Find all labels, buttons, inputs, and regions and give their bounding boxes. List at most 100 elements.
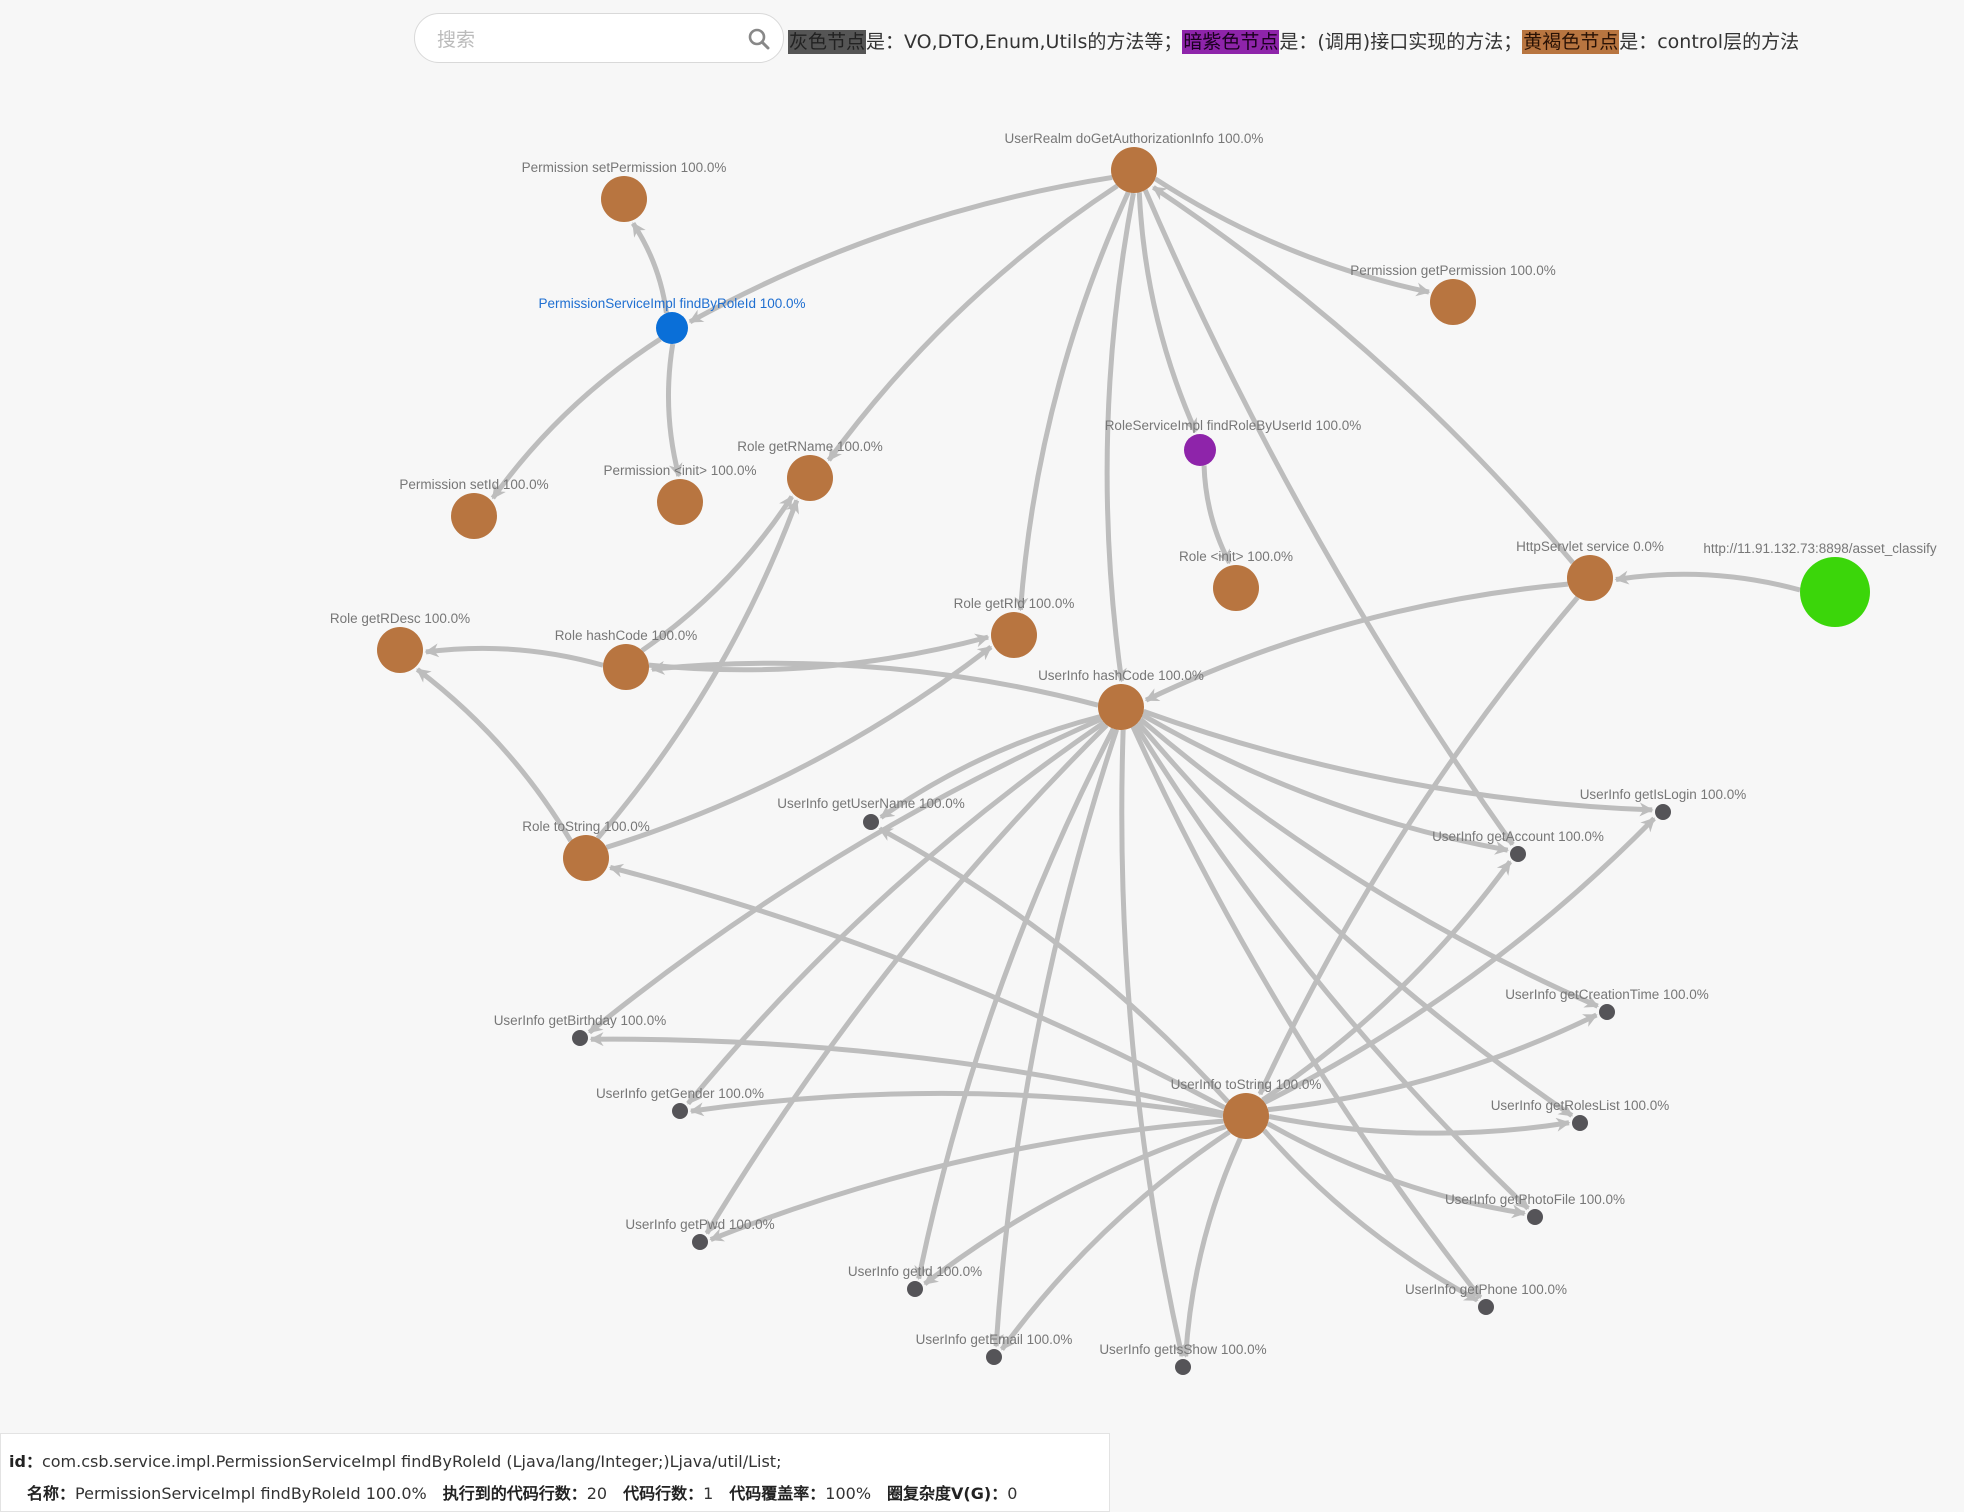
node-label-role_tostring: Role toString 100.0%	[522, 819, 650, 834]
legend: 灰色节点是：VO,DTO,Enum,Utils的方法等；暗紫色节点是：(调用)接…	[788, 27, 1799, 54]
node-role_getrname[interactable]	[787, 455, 833, 501]
node-perm_setid[interactable]	[451, 493, 497, 539]
node-role_getrdesc[interactable]	[377, 627, 423, 673]
node-ui_tostring[interactable]	[1223, 1093, 1269, 1139]
search-box[interactable]	[414, 13, 784, 63]
edge-userrealm-to-perm_get	[1153, 176, 1431, 297]
legend-gray-text: 是：VO,DTO,Enum,Utils的方法等；	[866, 31, 1183, 53]
node-permsvc[interactable]	[656, 312, 688, 344]
edge-layer	[415, 174, 1801, 1358]
node-userrealm[interactable]	[1111, 147, 1157, 193]
edge-ui_tostring-to-ui_getid	[923, 1124, 1227, 1286]
info-name-value: PermissionServiceImpl findByRoleId 100.0…	[75, 1484, 427, 1503]
edge-ui_tostring-to-ui_getaccount	[1261, 860, 1513, 1103]
edge-ui_hashcode-to-ui_getcreationtime	[1138, 717, 1599, 1009]
node-label-ui_hashcode: UserInfo hashCode 100.0%	[1038, 668, 1204, 683]
node-ui_getemail[interactable]	[986, 1349, 1002, 1365]
node-ui_getbirthday[interactable]	[572, 1030, 588, 1046]
node-label-url: http://11.91.132.73:8898/asset_classify	[1703, 541, 1936, 556]
node-label-role_init: Role <init> 100.0%	[1179, 549, 1293, 564]
node-ui_getusername[interactable]	[863, 814, 879, 830]
edge-permsvc-to-perm_set	[630, 221, 669, 314]
edge-ui_hashcode-to-ui_getislogin	[1142, 709, 1654, 817]
node-label-ui_getemail: UserInfo getEmail 100.0%	[916, 1332, 1073, 1347]
node-ui_getphone[interactable]	[1478, 1299, 1494, 1315]
edge-ui_tostring-to-role_tostring	[608, 863, 1226, 1110]
edge-userrealm-to-ui_getaccount	[1142, 189, 1515, 846]
node-role_tostring[interactable]	[563, 835, 609, 881]
edge-ui_tostring-to-ui_getislogin	[1263, 816, 1656, 1105]
edge-ui_tostring-to-ui_getroleslist	[1268, 1114, 1571, 1136]
node-perm_get[interactable]	[1430, 279, 1476, 325]
edge-role_hashcode-to-role_getrid	[648, 633, 990, 673]
edge-permsvc-to-perm_init	[665, 343, 683, 478]
edge-userrealm-to-permsvc	[688, 174, 1113, 325]
edge-ui_hashcode-to-ui_getbirthday	[587, 716, 1103, 1035]
legend-brown-swatch: 黄褐色节点	[1522, 30, 1620, 54]
node-layer[interactable]	[377, 147, 1870, 1375]
node-ui_hashcode[interactable]	[1098, 684, 1144, 730]
node-label-ui_getid: UserInfo getId 100.0%	[848, 1264, 982, 1279]
edge-ui_hashcode-to-ui_getemail	[989, 728, 1119, 1348]
node-label-ui_getpwd: UserInfo getPwd 100.0%	[625, 1217, 774, 1232]
node-label-role_getrid: Role getRId 100.0%	[954, 596, 1075, 611]
info-name-label: 名称：	[27, 1484, 76, 1503]
node-label-rolesvc: RoleServiceImpl findRoleByUserId 100.0%	[1105, 418, 1362, 433]
legend-purple-text: 是：(调用)接口实现的方法；	[1279, 31, 1523, 53]
edge-userrealm-to-ui_hashcode	[1104, 192, 1136, 683]
edge-ui_tostring-to-ui_getemail	[999, 1129, 1231, 1351]
edge-httpservlet-to-userrealm	[1151, 185, 1575, 565]
call-graph[interactable]: UserRealm doGetAuthorizationInfo 100.0% P…	[0, 0, 1964, 1430]
node-ui_getid[interactable]	[907, 1281, 923, 1297]
info-id-row: id：com.csb.service.impl.PermissionServic…	[9, 1448, 781, 1472]
edge-role_hashcode-to-role_getrname	[640, 495, 794, 653]
node-label-ui_tostring: UserInfo toString 100.0%	[1171, 1077, 1322, 1092]
node-role_getrid[interactable]	[991, 612, 1037, 658]
edge-ui_hashcode-to-ui_getisshow	[1119, 729, 1187, 1358]
node-url[interactable]	[1800, 557, 1870, 627]
edge-url-to-httpservlet	[1614, 570, 1801, 593]
node-label-userrealm: UserRealm doGetAuthorizationInfo 100.0%	[1005, 131, 1264, 146]
edge-ui_hashcode-to-role_hashcode	[650, 660, 1099, 708]
edge-userrealm-to-rolesvc	[1136, 192, 1198, 433]
node-label-perm_get: Permission getPermission 100.0%	[1350, 263, 1556, 278]
edge-ui_hashcode-to-ui_getphotofile	[1133, 723, 1530, 1211]
edge-ui_tostring-to-ui_getgender	[689, 1090, 1224, 1119]
edge-role_tostring-to-role_getrname	[595, 499, 800, 840]
node-label-ui_getroleslist: UserInfo getRolesList 100.0%	[1491, 1098, 1670, 1113]
node-perm_init[interactable]	[657, 479, 703, 525]
search-icon[interactable]	[747, 27, 771, 51]
node-ui_getgender[interactable]	[672, 1103, 688, 1119]
info-lines-value: 1	[703, 1484, 714, 1503]
node-label-ui_getislogin: UserInfo getIsLogin 100.0%	[1580, 787, 1747, 802]
edge-ui_tostring-to-ui_getusername	[878, 826, 1230, 1104]
node-label-role_getrname: Role getRName 100.0%	[737, 439, 883, 454]
node-label-role_getrdesc: Role getRDesc 100.0%	[330, 611, 470, 626]
node-ui_getislogin[interactable]	[1655, 804, 1671, 820]
node-label-httpservlet: HttpServlet service 0.0%	[1516, 539, 1664, 554]
node-ui_getaccount[interactable]	[1510, 846, 1526, 862]
node-httpservlet[interactable]	[1567, 555, 1613, 601]
info-id-value: com.csb.service.impl.PermissionServiceIm…	[41, 1452, 782, 1471]
node-role_init[interactable]	[1213, 565, 1259, 611]
info-coverage-label: 代码覆盖率：	[729, 1484, 826, 1503]
node-role_hashcode[interactable]	[603, 644, 649, 690]
edge-userrealm-to-role_getrname	[826, 183, 1119, 462]
edge-httpservlet-to-ui_hashcode	[1144, 581, 1569, 703]
node-label-perm_init: Permission <init> 100.0%	[603, 463, 756, 478]
search-input[interactable]	[435, 24, 739, 56]
edge-rolesvc-to-role_init	[1201, 465, 1232, 565]
node-rolesvc[interactable]	[1184, 434, 1216, 466]
label-layer: UserRealm doGetAuthorizationInfo 100.0% P…	[330, 131, 1937, 1357]
edge-ui_hashcode-to-ui_getaccount	[1141, 712, 1510, 855]
node-label-role_hashcode: Role hashCode 100.0%	[555, 628, 698, 643]
node-ui_getphotofile[interactable]	[1527, 1209, 1543, 1225]
node-ui_getcreationtime[interactable]	[1599, 1004, 1615, 1020]
edge-ui_hashcode-to-ui_getpwd	[704, 723, 1109, 1235]
node-ui_getroleslist[interactable]	[1572, 1115, 1588, 1131]
node-label-ui_getgender: UserInfo getGender 100.0%	[596, 1086, 764, 1101]
node-ui_getpwd[interactable]	[692, 1234, 708, 1250]
node-ui_getisshow[interactable]	[1175, 1359, 1191, 1375]
node-perm_set[interactable]	[601, 176, 647, 222]
info-complexity-value: 0	[1007, 1484, 1018, 1503]
